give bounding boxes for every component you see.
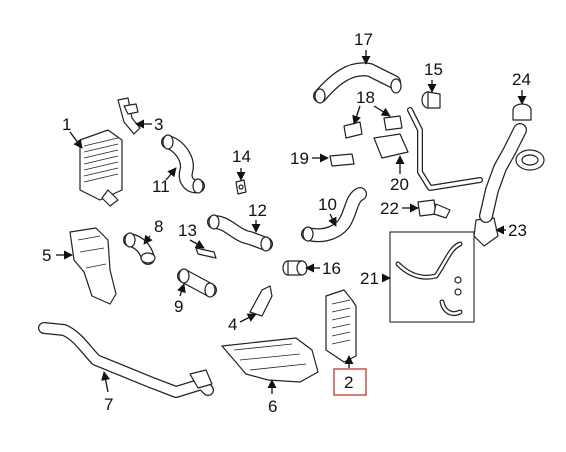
part-21-hose-kit	[389, 231, 475, 323]
part-7-pipe	[38, 322, 214, 398]
callout-20: 20	[390, 175, 409, 194]
leader-1	[69, 131, 83, 149]
callout-3: 3	[154, 115, 163, 134]
part-12-pipe	[207, 214, 273, 252]
part-6-air-duct	[221, 337, 319, 383]
callout-8: 8	[154, 217, 163, 236]
callout-6: 6	[268, 397, 277, 416]
highlight-box-callout-2	[333, 368, 367, 396]
part-5-air-duct	[69, 227, 117, 305]
leader-18a	[352, 105, 361, 125]
leader-9	[177, 283, 186, 297]
part-9-hose	[177, 268, 217, 298]
leader-11	[165, 167, 177, 181]
callout-13: 13	[178, 221, 197, 240]
callout-labels: 1 2 3 4 5 6 7 8 9 10 11 12 13 14 15 16 1…	[42, 30, 531, 416]
leader-lines	[56, 50, 527, 394]
leader-4	[239, 313, 257, 323]
callout-15: 15	[424, 60, 443, 79]
part-24-sensor	[512, 103, 532, 121]
part-1-intercooler	[79, 129, 123, 207]
callout-10: 10	[318, 195, 337, 214]
part-15-sleeve	[421, 91, 441, 109]
part-4-bracket	[249, 285, 273, 317]
leader-10	[328, 213, 337, 227]
callout-17: 17	[354, 30, 373, 49]
callout-7: 7	[104, 395, 113, 414]
part-14-bracket	[235, 179, 247, 195]
leader-7	[101, 371, 111, 393]
callout-18: 18	[356, 88, 375, 107]
leader-18b	[373, 105, 391, 117]
part-10-hose	[301, 187, 367, 243]
callout-2: 2	[344, 373, 353, 392]
callout-5: 5	[42, 246, 51, 265]
part-13-clamp	[195, 247, 217, 259]
leader-8	[143, 234, 153, 245]
callout-16: 16	[322, 259, 341, 278]
part-3-bracket	[117, 97, 141, 135]
callout-21: 21	[360, 269, 379, 288]
callout-24: 24	[512, 70, 531, 89]
part-17-hose	[313, 62, 402, 104]
callout-22: 22	[380, 199, 399, 218]
callout-12: 12	[248, 201, 267, 220]
callout-9: 9	[174, 297, 183, 316]
part-22-valve	[417, 199, 451, 219]
part-19-clip	[329, 153, 355, 167]
part-2-intercooler	[325, 289, 357, 363]
callout-14: 14	[232, 147, 251, 166]
callout-1: 1	[62, 115, 71, 134]
callout-11: 11	[152, 177, 170, 196]
part-11-hose	[161, 134, 205, 194]
part-18-clips	[343, 115, 403, 139]
callout-19: 19	[290, 149, 309, 168]
callout-23: 23	[508, 221, 527, 240]
part-20-bracket	[373, 107, 483, 191]
leader-13	[189, 239, 205, 249]
part-8-hose	[123, 232, 156, 265]
part-duct-assembly	[479, 123, 545, 223]
callout-4: 4	[228, 315, 237, 334]
part-16-coupler	[282, 260, 308, 276]
